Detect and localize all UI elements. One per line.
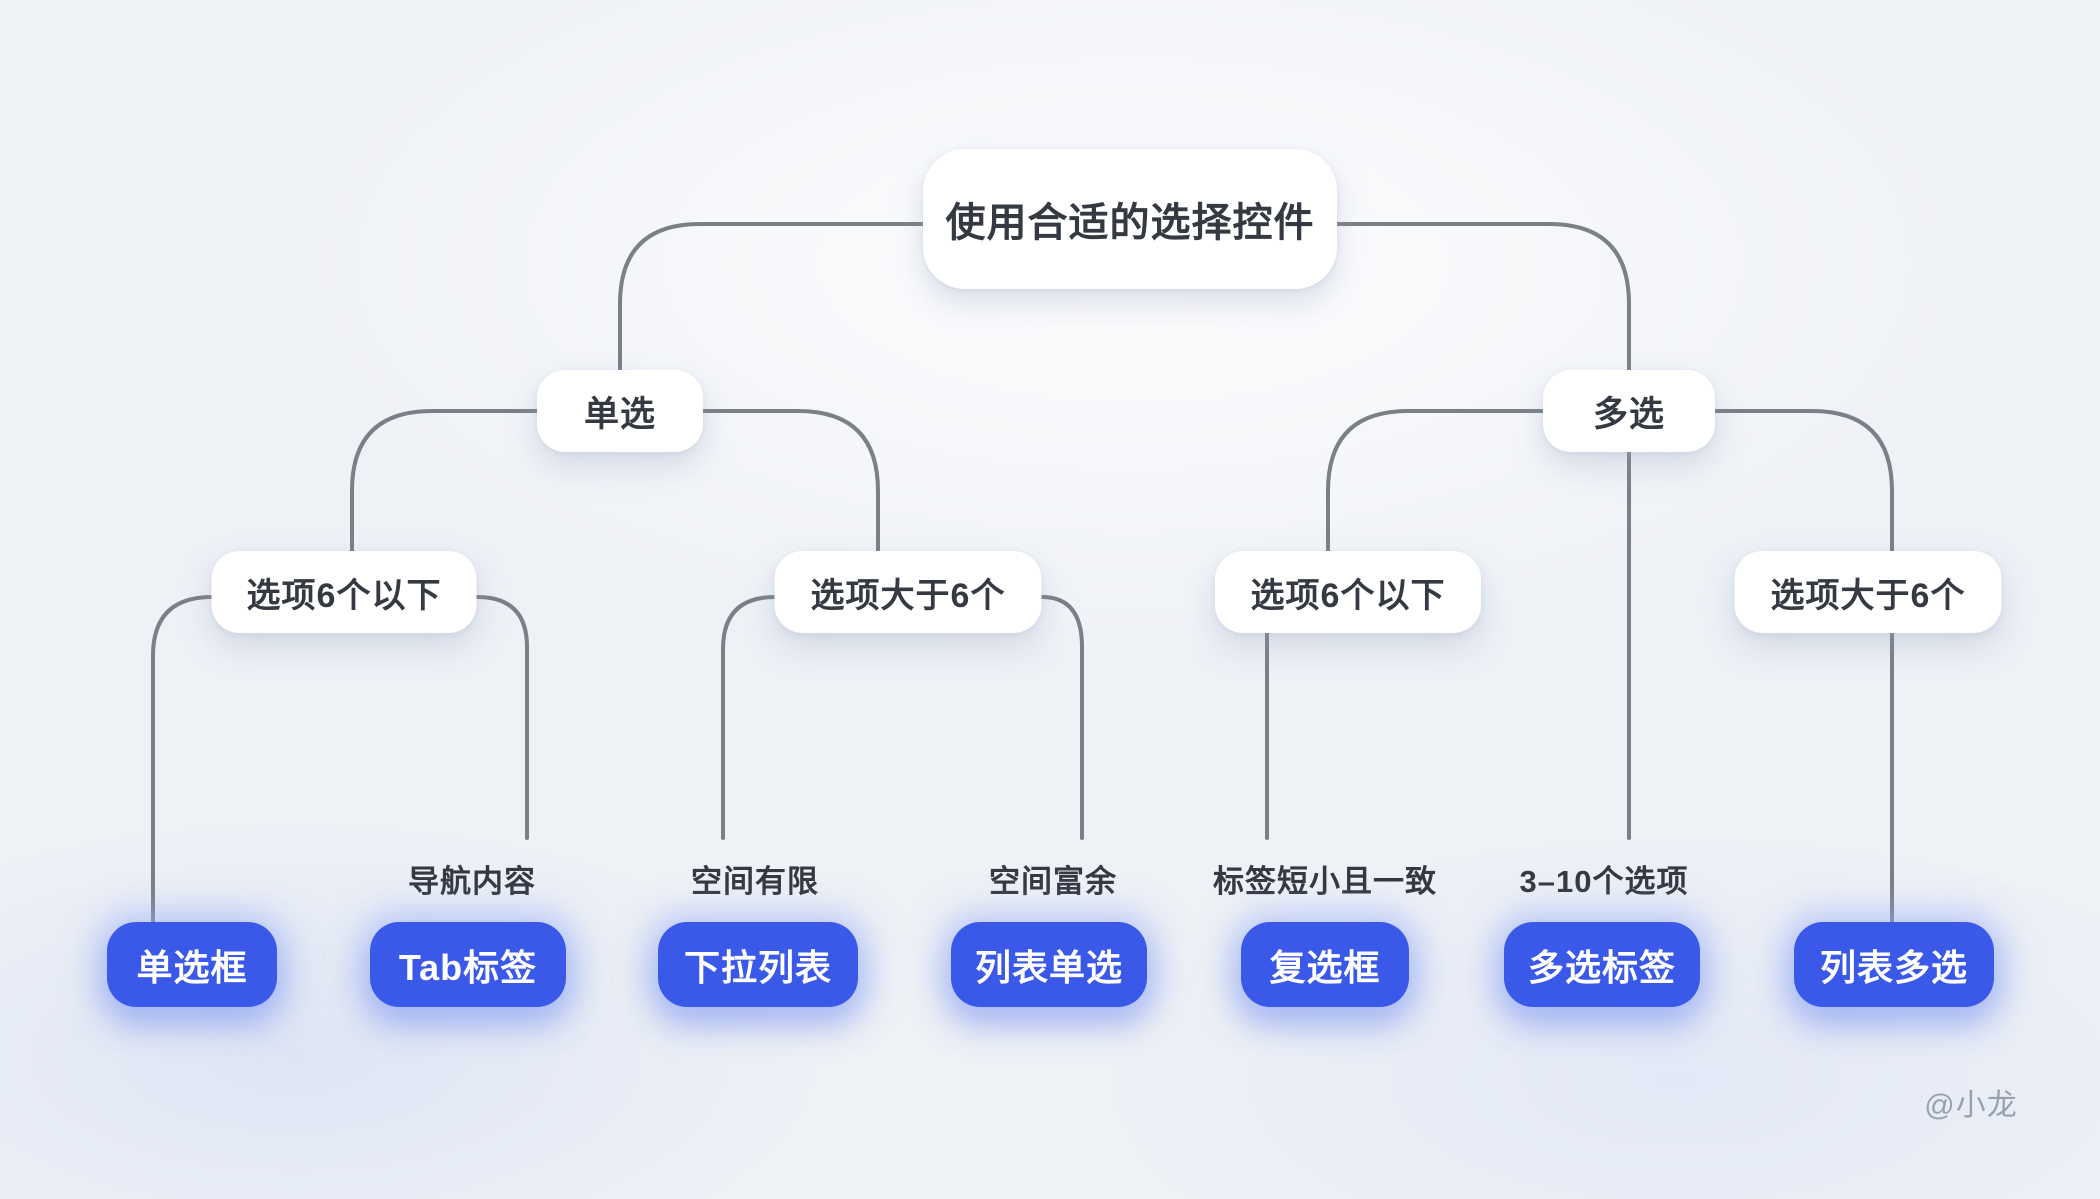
node-single-few-options-label: 选项6个以下 [246,576,442,615]
node-single-many-options: 选项大于6个 [774,551,1042,633]
leaf-checkbox: 复选框 [1241,922,1409,1007]
annotation-limited-space-label: 空间有限 [691,863,819,899]
node-root-label: 使用合适的选择控件 [945,201,1315,245]
connector-single-to-many [701,409,880,555]
annotation-ample-space-label: 空间富余 [989,863,1117,899]
connector-many-to-dropdown [721,595,777,840]
node-single-many-options-label: 选项大于6个 [810,576,1006,615]
leaf-list-single-select-label: 列表单选 [974,946,1123,988]
node-multi-many-options-label: 选项大于6个 [1770,576,1966,615]
node-single-few-options: 选项6个以下 [211,551,477,633]
node-single-select-label: 单选 [583,394,656,434]
leaf-list-multi-select: 列表多选 [1794,922,1994,1007]
leaf-dropdown-list: 下拉列表 [658,922,858,1007]
annotation-short-labels-label: 标签短小且一致 [1213,863,1437,899]
node-multi-many-options: 选项大于6个 [1734,551,2002,633]
leaf-radio-button-label: 单选框 [136,946,248,988]
leaf-multi-tag: 多选标签 [1504,922,1700,1007]
node-root: 使用合适的选择控件 [923,149,1337,289]
connector-multi-to-few [1326,409,1545,553]
leaf-list-multi-select-label: 列表多选 [1819,946,1968,988]
connector-root-to-multi [1335,222,1631,372]
watermark-author: @小龙 [1924,1080,2017,1124]
annotation-ample-space: 空间富余 [989,858,1117,899]
leaf-tab-label-label: Tab标签 [398,946,538,988]
annotation-option-count-label: 3–10个选项 [1519,863,1689,899]
annotation-short-labels: 标签短小且一致 [1213,858,1437,899]
connector-many-to-list-single [1040,595,1084,840]
connector-few-to-radio [151,595,214,924]
connector-multi-to-list-multi [1713,409,1894,924]
leaf-dropdown-list-label: 下拉列表 [683,946,832,988]
connector-few-to-tab [475,595,529,840]
connector-root-to-single [618,222,925,372]
leaf-multi-tag-label: 多选标签 [1527,946,1676,988]
annotation-nav-content-label: 导航内容 [408,863,536,899]
leaf-list-single-select: 列表单选 [951,922,1147,1007]
leaf-tab-label: Tab标签 [370,922,566,1007]
annotation-limited-space: 空间有限 [691,858,819,899]
node-multi-few-options: 选项6个以下 [1215,551,1481,633]
annotation-nav-content: 导航内容 [408,858,536,899]
watermark-author-label: @小龙 [1924,1089,2018,1122]
leaf-radio-button: 单选框 [107,922,277,1007]
node-multi-select: 多选 [1543,370,1715,452]
leaf-checkbox-label: 复选框 [1269,946,1381,988]
node-single-select: 单选 [537,370,703,452]
annotation-option-count: 3–10个选项 [1519,858,1689,899]
node-multi-few-options-label: 选项6个以下 [1250,576,1446,615]
node-multi-select-label: 多选 [1592,394,1665,434]
connector-single-to-few [350,409,539,555]
